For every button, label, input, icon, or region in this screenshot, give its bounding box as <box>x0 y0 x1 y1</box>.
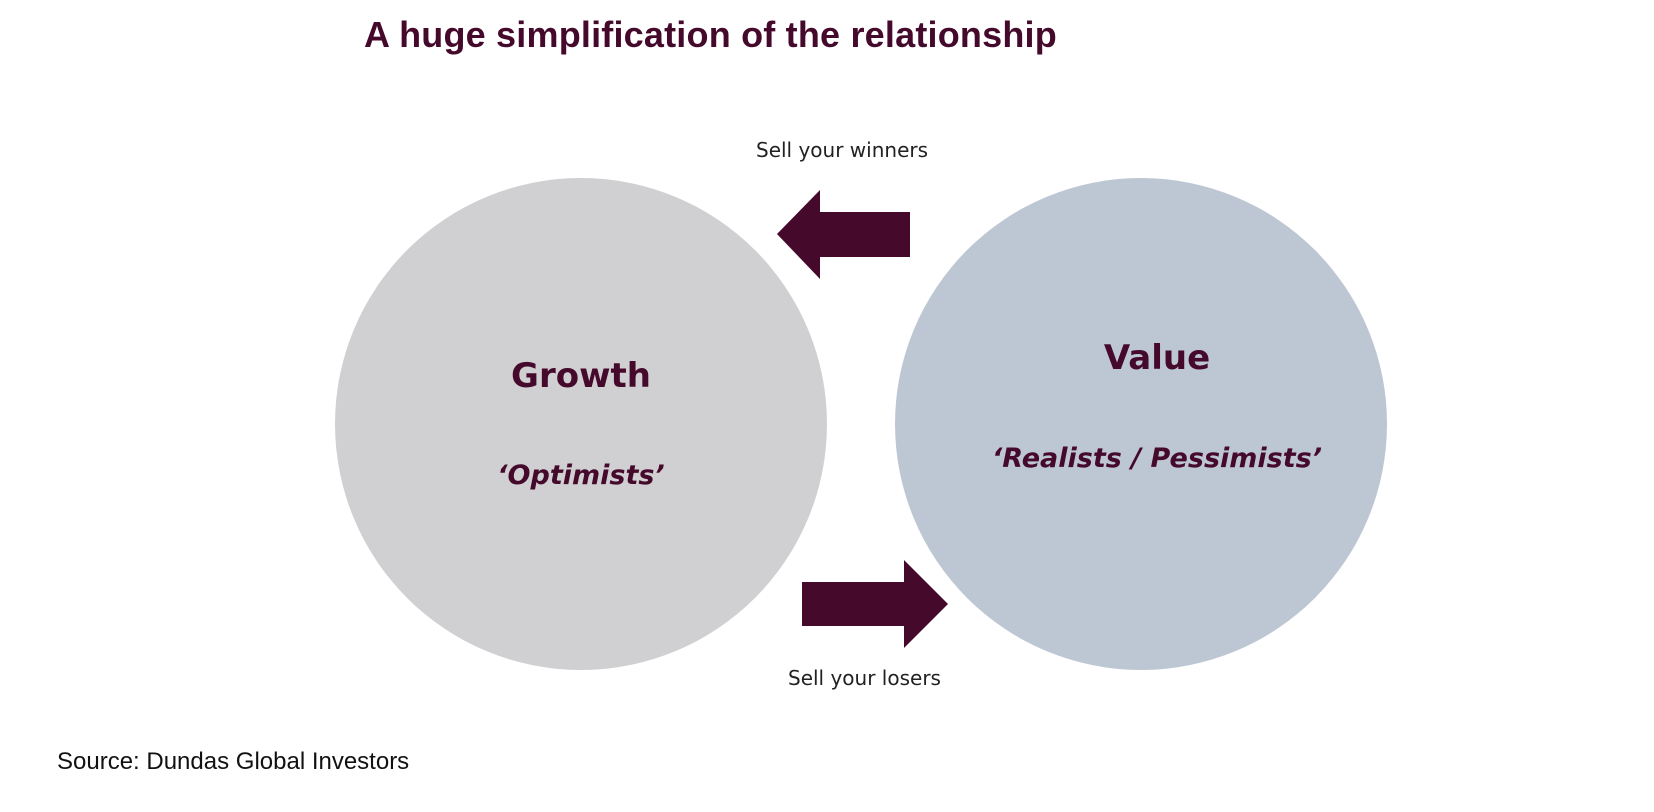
growth-circle <box>335 178 827 670</box>
page-title: A huge simplification of the relationshi… <box>364 14 1057 55</box>
growth-sublabel: ‘Optimists’ <box>497 460 665 491</box>
source-note: Source: Dundas Global Investors <box>57 748 410 775</box>
value-sublabel: ‘Realists / Pessimists’ <box>992 443 1322 474</box>
value-circle <box>895 178 1387 670</box>
value-label: Value <box>1103 338 1211 378</box>
sell-winners-label: Sell your winners <box>756 138 929 162</box>
sell-losers-label: Sell your losers <box>788 666 941 690</box>
left-arrow-icon <box>777 190 910 279</box>
right-arrow-icon <box>802 560 948 648</box>
growth-label: Growth <box>511 356 651 396</box>
